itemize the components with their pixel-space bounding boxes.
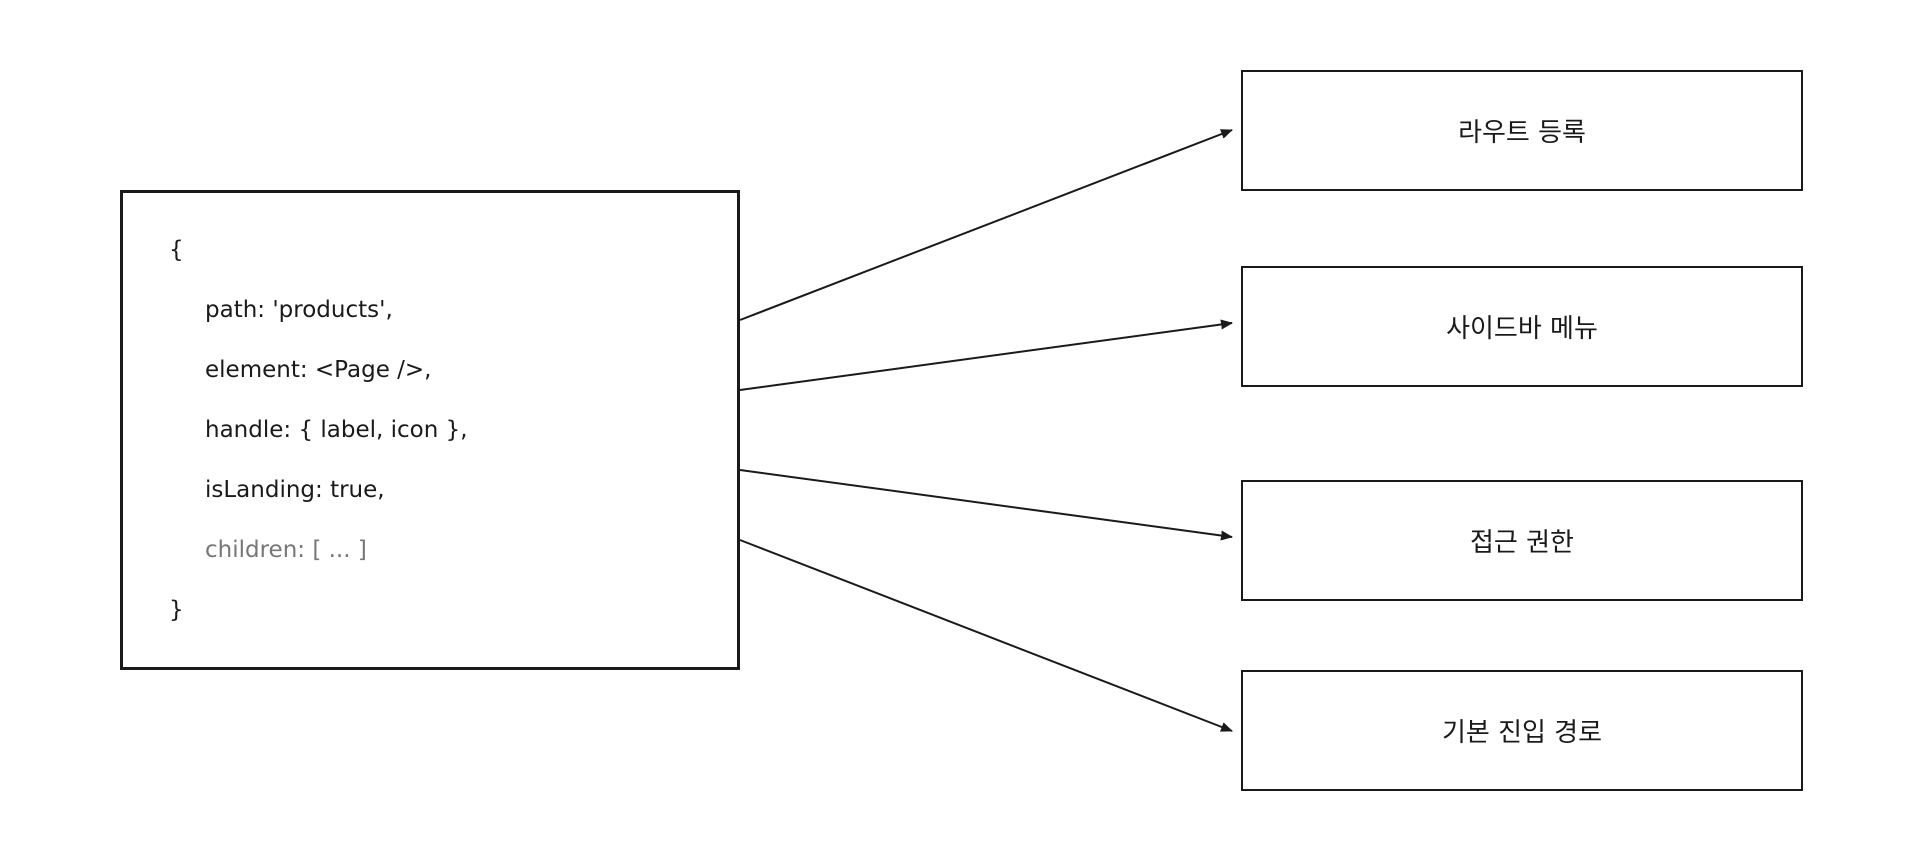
code-open-brace: { bbox=[169, 237, 184, 263]
code-line-is-landing: isLanding: true, bbox=[205, 477, 385, 503]
arrow-to-default-entry-path bbox=[739, 539, 1233, 732]
target-label: 라우트 등록 bbox=[1458, 118, 1586, 148]
arrow-to-access-permission bbox=[739, 469, 1233, 541]
route-object-code-box: { path: 'products', element: <Page />, h… bbox=[120, 190, 740, 670]
code-line-children: children: [ ... ] bbox=[205, 537, 367, 563]
target-label: 사이드바 메뉴 bbox=[1446, 314, 1598, 344]
target-label: 접근 권한 bbox=[1470, 528, 1574, 558]
code-line-handle: handle: { label, icon }, bbox=[205, 417, 468, 443]
target-box-sidebar-menu: 사이드바 메뉴 bbox=[1241, 266, 1803, 387]
target-label: 기본 진입 경로 bbox=[1441, 718, 1603, 748]
arrow-to-route-registration bbox=[739, 129, 1233, 321]
code-line-element: element: <Page />, bbox=[205, 357, 432, 383]
code-close-brace: } bbox=[169, 597, 184, 623]
arrow-to-sidebar-menu bbox=[739, 319, 1233, 391]
target-box-default-entry-path: 기본 진입 경로 bbox=[1241, 670, 1803, 791]
target-box-access-permission: 접근 권한 bbox=[1241, 480, 1803, 601]
code-line-path: path: 'products', bbox=[205, 297, 393, 323]
target-box-route-registration: 라우트 등록 bbox=[1241, 70, 1803, 191]
